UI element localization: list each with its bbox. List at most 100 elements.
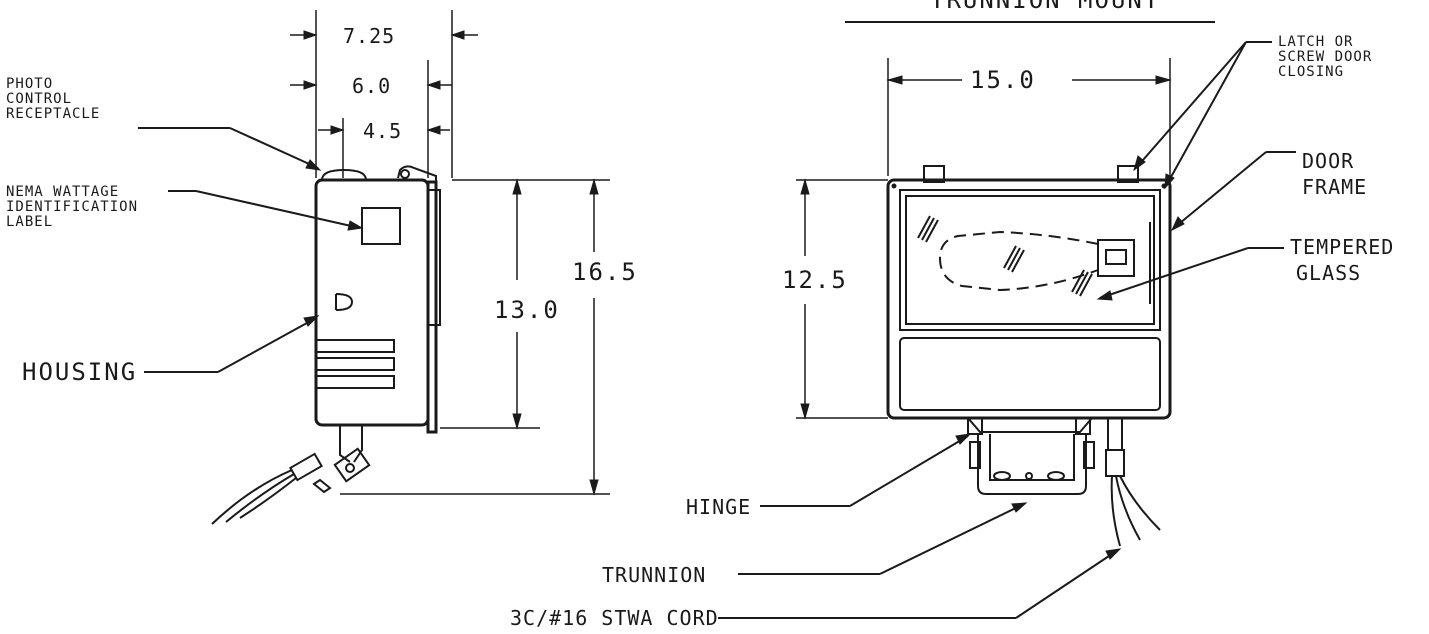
leader-line xyxy=(849,435,969,507)
glare-marks xyxy=(917,215,1093,297)
nema-label-2: IDENTIFICATION xyxy=(6,199,138,215)
leader-line xyxy=(1099,247,1249,299)
hinge-label: HINGE xyxy=(686,495,751,519)
trunnion-hole xyxy=(1025,472,1033,480)
dim-13-0: 13.0 xyxy=(494,296,560,324)
nema-label-3: LABEL xyxy=(6,214,53,230)
leader-line xyxy=(229,127,319,169)
arrowhead xyxy=(512,178,522,195)
trunnion-label: TRUNNION xyxy=(602,563,706,587)
arrowhead xyxy=(426,80,441,90)
cord-wire xyxy=(211,469,293,525)
trunnion-inner xyxy=(989,434,1075,481)
arrowhead xyxy=(1105,548,1122,560)
latch-label-1: LATCH OR xyxy=(1278,34,1353,50)
side-trunnion xyxy=(339,425,363,463)
trunnion-slot xyxy=(993,471,1011,481)
view-title: TRUNNION MOUNT xyxy=(930,0,1160,14)
leader-line xyxy=(1015,549,1119,619)
arrowhead xyxy=(800,403,810,420)
cord-grip xyxy=(289,452,323,482)
leader-line xyxy=(879,503,1025,575)
vent-slot xyxy=(315,339,395,353)
arrowhead xyxy=(1164,173,1175,190)
glare-hatch xyxy=(917,215,939,243)
arrowhead xyxy=(589,178,599,195)
dim-7-25: 7.25 xyxy=(343,24,395,48)
bracket-bolt xyxy=(969,441,981,469)
arrowhead xyxy=(426,125,441,135)
leader-line xyxy=(195,190,361,229)
door-frame xyxy=(899,189,1161,331)
arrowhead xyxy=(303,30,318,40)
arrowhead xyxy=(955,433,972,445)
arrowhead xyxy=(1170,216,1185,232)
tempered-glass-label-1: TEMPERED xyxy=(1290,235,1394,259)
arrowhead xyxy=(589,479,599,496)
arrowhead xyxy=(1011,502,1028,513)
tempered-glass-label-2: GLASS xyxy=(1296,261,1361,285)
leader-line xyxy=(1165,41,1247,187)
arrowhead xyxy=(330,125,345,135)
dim-16-5: 16.5 xyxy=(572,258,638,286)
cord-wire xyxy=(225,473,295,523)
glare-hatch xyxy=(1003,245,1025,273)
front-housing xyxy=(886,178,1172,420)
vent-slot xyxy=(315,357,395,371)
dim-15-0: 15.0 xyxy=(970,66,1036,94)
arrowhead xyxy=(886,75,903,85)
arrowhead xyxy=(1133,155,1146,172)
trunnion-slot xyxy=(1047,471,1065,481)
cord-sleeve xyxy=(1107,418,1123,450)
latch-top xyxy=(397,165,437,182)
front-view: 15.0 12.5 xyxy=(510,34,1394,630)
cord-wire xyxy=(1115,475,1141,541)
vent-slot xyxy=(315,375,395,389)
side-bolt xyxy=(345,463,355,473)
arrowhead xyxy=(303,315,320,327)
door-frame-label-1: DOOR xyxy=(1302,149,1354,173)
photo-control-label-3: RECEPTACLE xyxy=(6,106,100,122)
photo-control-label-1: PHOTO xyxy=(6,76,53,92)
logo-mark xyxy=(335,293,354,311)
leader-line xyxy=(217,317,317,373)
lamp-socket-inner xyxy=(1105,249,1127,265)
dim-6-0: 6.0 xyxy=(352,74,391,98)
cord-clamp xyxy=(312,478,332,494)
hinge-right xyxy=(1075,417,1091,435)
photo-control-label-2: CONTROL xyxy=(6,91,72,107)
leader-line xyxy=(1173,151,1267,229)
arrowhead xyxy=(800,178,810,195)
housing-label: HOUSING xyxy=(22,358,137,386)
bracket-bolt xyxy=(1083,441,1095,469)
glare-hatch xyxy=(1071,269,1093,297)
lower-housing xyxy=(899,337,1161,411)
dim-4-5: 4.5 xyxy=(363,119,402,143)
dim-12-5: 12.5 xyxy=(782,266,848,294)
trunnion-neck xyxy=(967,417,1093,433)
nema-label-1: NEMA WATTAGE xyxy=(6,184,119,200)
arrowhead xyxy=(305,159,322,171)
hinge-left xyxy=(967,417,983,435)
back-plate xyxy=(427,189,441,326)
cord-wire xyxy=(1119,475,1161,531)
latch-label-2: SCREW DOOR xyxy=(1278,49,1372,65)
latch-left xyxy=(923,165,945,183)
side-clamp xyxy=(333,447,371,483)
arrowhead xyxy=(1155,75,1172,85)
trunnion-bracket xyxy=(977,434,1087,495)
arrowhead xyxy=(512,413,522,430)
receptacle-cap xyxy=(321,168,367,181)
lamp-socket xyxy=(1097,239,1135,277)
latch-pin xyxy=(400,169,410,179)
arrowhead xyxy=(303,80,318,90)
glass-pane xyxy=(905,195,1155,325)
cord-label: 3C/#16 STWA CORD xyxy=(510,606,719,630)
arrowhead xyxy=(347,220,364,231)
lamp-outline xyxy=(938,230,1099,292)
cord-wire xyxy=(239,477,297,519)
side-view: 7.25 6.0 4.5 xyxy=(6,10,638,525)
door-edge xyxy=(426,180,438,434)
